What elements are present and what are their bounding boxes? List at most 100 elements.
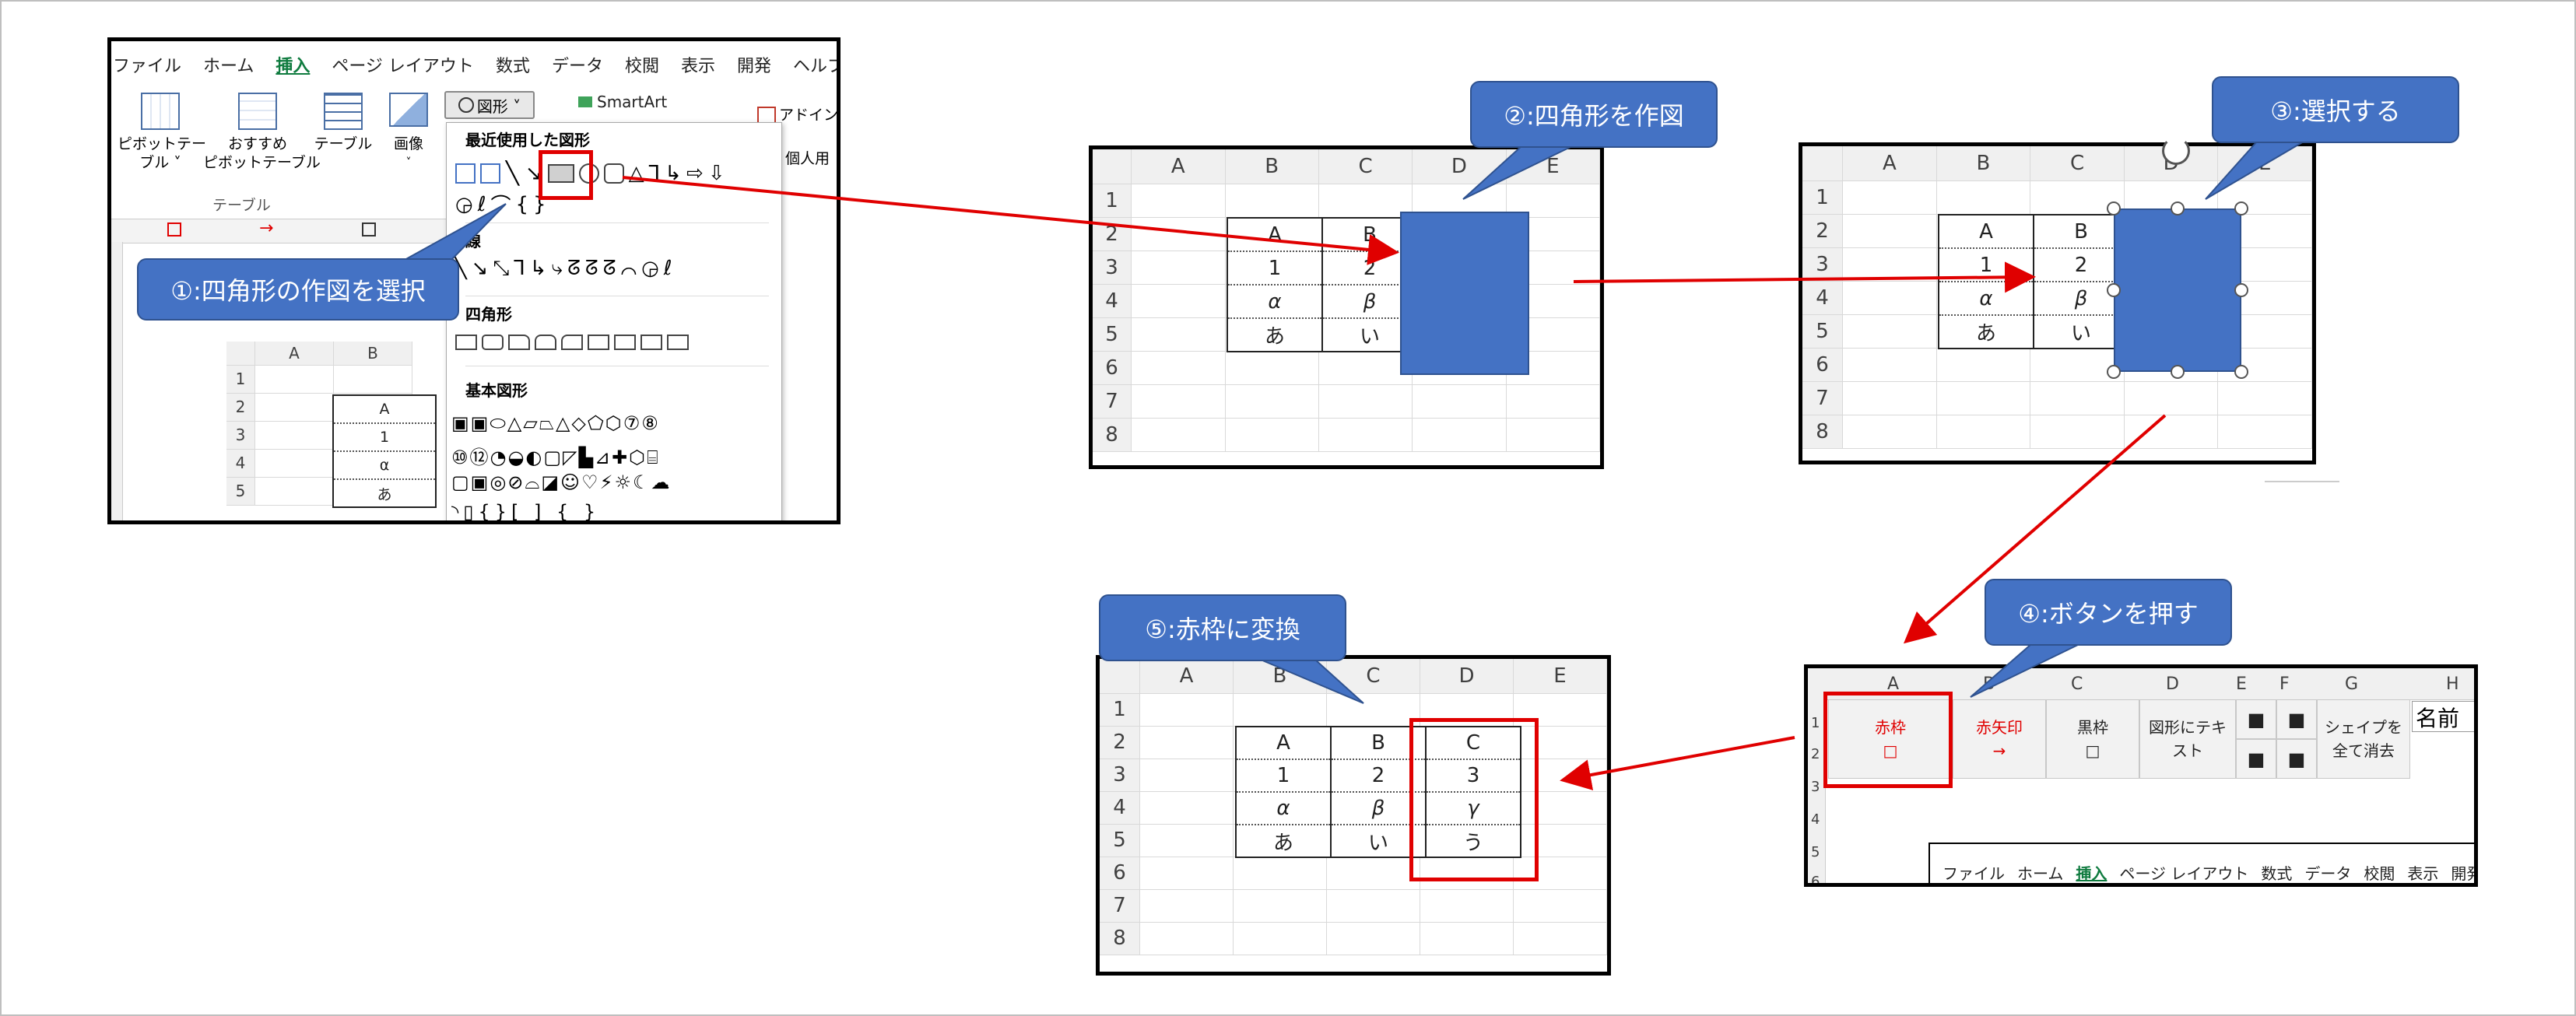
tab-review[interactable]: 校閲 xyxy=(624,57,659,76)
round-diag-icon[interactable] xyxy=(640,335,662,350)
shapes-button[interactable]: 図形 ˅ xyxy=(444,91,535,119)
basic-row-3: ▢▣◎⊘⌓◪☺♡⚡☼☾☁ xyxy=(451,471,671,493)
personal-addin[interactable]: 個人用 xyxy=(785,150,830,167)
basic-shapes-icons-4[interactable]: ◝▯{}[ ] { } xyxy=(451,501,601,523)
basic-row-1: ▣▣⬭△▱⏢△◇⬠⬡⑦⑧ xyxy=(451,412,660,434)
tab-file[interactable]: ファイル xyxy=(113,57,182,76)
tab-formulas[interactable]: 数式 xyxy=(495,57,530,76)
drawn-rectangle[interactable] xyxy=(1400,212,1529,375)
smartart-button[interactable]: SmartArt xyxy=(578,93,667,111)
basic-shapes-icons-1[interactable]: ▣▣⬭△▱⏢△◇⬠⬡⑦⑧ xyxy=(451,412,660,434)
tab-view[interactable]: 表示 xyxy=(680,57,715,76)
mini-tab-home[interactable]: ホーム xyxy=(2017,864,2064,883)
round-two-icon[interactable] xyxy=(614,335,636,350)
tab-data[interactable]: データ xyxy=(551,57,603,76)
vertical-textbox-icon[interactable] xyxy=(480,163,500,184)
rect-shape-highlight xyxy=(539,150,593,200)
square-button-1[interactable]: ■ xyxy=(2236,699,2276,739)
basic-shapes-icons-2[interactable]: ⑩⑫◔◒◐▢◸▙⊿✚⬡⌸ xyxy=(451,447,660,468)
bg-row-headers xyxy=(111,242,123,520)
strip-red-frame xyxy=(167,222,181,236)
mini-tab-formulas[interactable]: 数式 xyxy=(2261,864,2293,883)
panel-3-shadow-line xyxy=(2265,481,2339,482)
recommended-pivot-button[interactable]: おすすめ ピボットテーブル xyxy=(203,93,321,172)
basic-row-4: ◝▯{}[ ] { } xyxy=(451,501,601,523)
mini-ribbon-tabs: ファイル ホーム 挿入 ページ レイアウト 数式 データ 校閲 表示 開発 xyxy=(1928,843,2474,883)
tab-page-layout[interactable]: ページ レイアウト xyxy=(332,57,474,76)
rect-heading: 四角形 xyxy=(465,305,512,324)
callout-step-2: ②:四角形を作図 xyxy=(1470,81,1718,148)
ribbon-tab-bar: ファイル ホーム 挿入 ページ レイアウト 数式 データ 校閲 表示 開発 ヘル… xyxy=(111,41,837,82)
shapes-icon xyxy=(458,97,474,113)
recent-shapes-heading: 最近使用した図形 xyxy=(465,131,590,149)
panel-ribbon: ファイル ホーム 挿入 ページ レイアウト 数式 データ 校閲 表示 開発 ヘル… xyxy=(107,37,841,524)
rect-variant-icon[interactable] xyxy=(667,335,689,350)
black-frame-button[interactable]: 黒枠□ xyxy=(2046,699,2139,779)
tab-help[interactable]: ヘルプ xyxy=(793,57,841,76)
basic-row-2: ⑩⑫◔◒◐▢◸▙⊿✚⬡⌸ xyxy=(451,442,660,469)
table-icon xyxy=(324,93,363,130)
freeform-icon[interactable]: ◶ xyxy=(455,192,473,216)
mini-tab-file[interactable]: ファイル xyxy=(1943,864,2005,883)
arrow-line-icon[interactable]: ↘ xyxy=(525,161,542,185)
panel-buttons: A B C D E F G H 1 2 3 4 5 6 赤枠□ 赤矢印→ 黒枠□… xyxy=(1804,664,2478,887)
mini-tab-insert[interactable]: 挿入 xyxy=(2076,864,2107,883)
rect-icon[interactable] xyxy=(455,335,477,350)
textbox-icon[interactable] xyxy=(455,163,476,184)
red-frame-button-highlight xyxy=(1823,692,1953,788)
mini-tab-page-layout[interactable]: ページ レイアウト xyxy=(2119,864,2249,883)
tab-insert[interactable]: 挿入 xyxy=(275,57,311,76)
round-one-icon[interactable] xyxy=(588,335,609,350)
table-group-label: テーブル xyxy=(212,197,271,214)
snip-two-icon[interactable] xyxy=(535,335,556,350)
name-box[interactable]: 名前 xyxy=(2412,701,2474,732)
image-icon xyxy=(389,93,428,127)
square-button-2[interactable]: ■ xyxy=(2276,699,2317,739)
snip-corner-icon[interactable] xyxy=(508,335,530,350)
callout-step-5: ⑤:赤枠に変換 xyxy=(1099,594,1346,661)
rounded-rect-icon[interactable] xyxy=(603,163,624,184)
pivot-table-button[interactable]: ピボットテー ブル ˅ xyxy=(118,93,206,172)
pivot-table-icon xyxy=(141,93,180,130)
mini-tab-view[interactable]: 表示 xyxy=(2407,864,2439,883)
red-frame-shape[interactable] xyxy=(1409,718,1539,881)
tab-home[interactable]: ホーム xyxy=(203,57,254,76)
rect-row xyxy=(453,335,691,350)
mini-tab-review[interactable]: 校閲 xyxy=(2364,864,2395,883)
table-button[interactable]: テーブル xyxy=(312,93,374,153)
callout-step-3: ③:選択する xyxy=(2212,76,2459,143)
callout-step-4: ④:ボタンを押す xyxy=(1985,579,2232,646)
basic-shapes-icons-3[interactable]: ▢▣◎⊘⌓◪☺♡⚡☼☾☁ xyxy=(451,471,672,493)
delete-all-shapes-button[interactable]: シェイプを全て消去 xyxy=(2317,699,2410,779)
callout-step-1: ①:四角形の作図を選択 xyxy=(137,258,459,321)
selected-rectangle[interactable] xyxy=(2114,208,2241,372)
selection-handles xyxy=(2107,201,2248,379)
mini-tab-developer[interactable]: 開発 xyxy=(2451,864,2474,883)
line-icon[interactable]: ╲ xyxy=(506,160,519,186)
divider-1 xyxy=(465,222,769,223)
square-button-4[interactable]: ■ xyxy=(2276,739,2317,779)
snip-diag-icon[interactable] xyxy=(561,335,583,350)
image-button[interactable]: 画像 ˅ xyxy=(385,93,432,172)
basic-heading: 基本図形 xyxy=(465,381,528,400)
strip-black-frame xyxy=(362,222,376,236)
rotate-handle-icon[interactable] xyxy=(2162,137,2190,165)
mini-tab-data[interactable]: データ xyxy=(2304,864,2352,883)
shape-text-button[interactable]: 図形にテキスト xyxy=(2139,699,2236,779)
ribbon-bottom-strip xyxy=(111,219,446,243)
square-button-3[interactable]: ■ xyxy=(2236,739,2276,779)
scribble-icon[interactable]: ℓ xyxy=(477,192,486,216)
oval-icon[interactable] xyxy=(578,163,599,184)
left-brace-icon[interactable]: { xyxy=(515,192,528,216)
rounded-rect-icon[interactable] xyxy=(482,335,504,350)
rectangle-shape-icon[interactable] xyxy=(547,163,574,183)
red-frame-button[interactable]: 赤枠□ xyxy=(1828,699,1953,779)
red-arrow-button[interactable]: 赤矢印→ xyxy=(1953,699,2046,779)
lines-row: ╲↘⤡⅂↳⤷ᘔᘔᘔ⌒◶ℓ xyxy=(454,257,677,281)
tab-developer[interactable]: 開発 xyxy=(737,57,772,76)
line-shapes-icons[interactable]: ╲↘⤡⅂↳⤷ᘔᘔᘔ⌒◶ℓ xyxy=(454,257,677,280)
